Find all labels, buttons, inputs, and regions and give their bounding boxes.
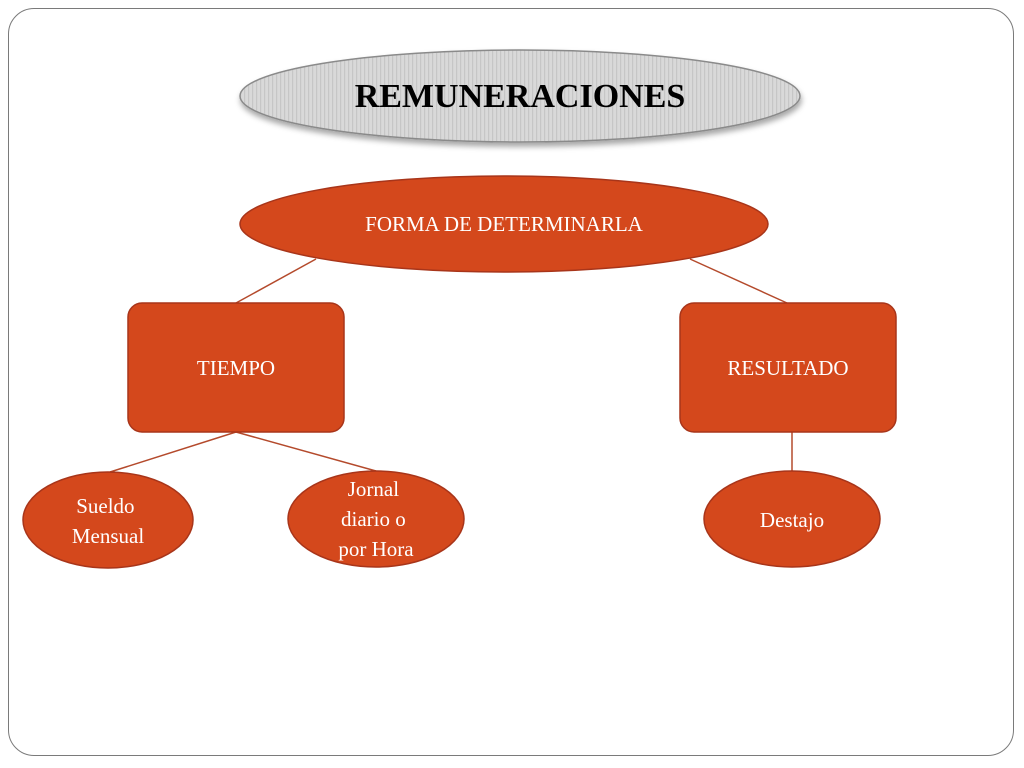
sueldo-ellipse (22, 471, 194, 569)
title-node: REMUNERACIONES (239, 49, 801, 143)
connector-root-resultado (689, 258, 788, 304)
connector-tiempo-jornal (235, 431, 377, 472)
resultado-label: RESULTADO (727, 356, 848, 380)
connector-root-tiempo (235, 258, 317, 304)
jornal-line-2: diario o (341, 507, 406, 531)
page-title: REMUNERACIONES (355, 78, 686, 115)
root-label: FORMA DE DETERMINARLA (365, 212, 644, 236)
destajo-ellipse (703, 470, 881, 568)
sueldo-line-2: Mensual (72, 524, 144, 548)
tiempo-label: TIEMPO (197, 356, 275, 380)
root-ellipse (239, 175, 769, 273)
destajo-label: Destajo (760, 508, 824, 532)
leaf-sueldo-mensual: Sueldo Mensual (22, 471, 194, 569)
jornal-line-1: Jornal (348, 477, 399, 501)
tiempo-box (127, 302, 345, 433)
jornal-label: Jornal diario o por Hora (338, 477, 414, 561)
leaf-jornal: Jornal diario o por Hora (287, 470, 465, 568)
connectors (109, 258, 793, 473)
jornal-ellipse (287, 470, 465, 568)
title-ellipse (239, 49, 801, 143)
root-node: FORMA DE DETERMINARLA (239, 175, 769, 273)
leaf-destajo: Destajo (703, 470, 881, 568)
connector-tiempo-sueldo (109, 431, 237, 473)
branch-tiempo: TIEMPO (127, 302, 345, 433)
sueldo-line-1: Sueldo (76, 494, 134, 518)
jornal-line-3: por Hora (338, 537, 414, 561)
resultado-box (679, 302, 897, 433)
sueldo-label: Sueldo Mensual (72, 494, 144, 548)
branch-resultado: RESULTADO (679, 302, 897, 433)
